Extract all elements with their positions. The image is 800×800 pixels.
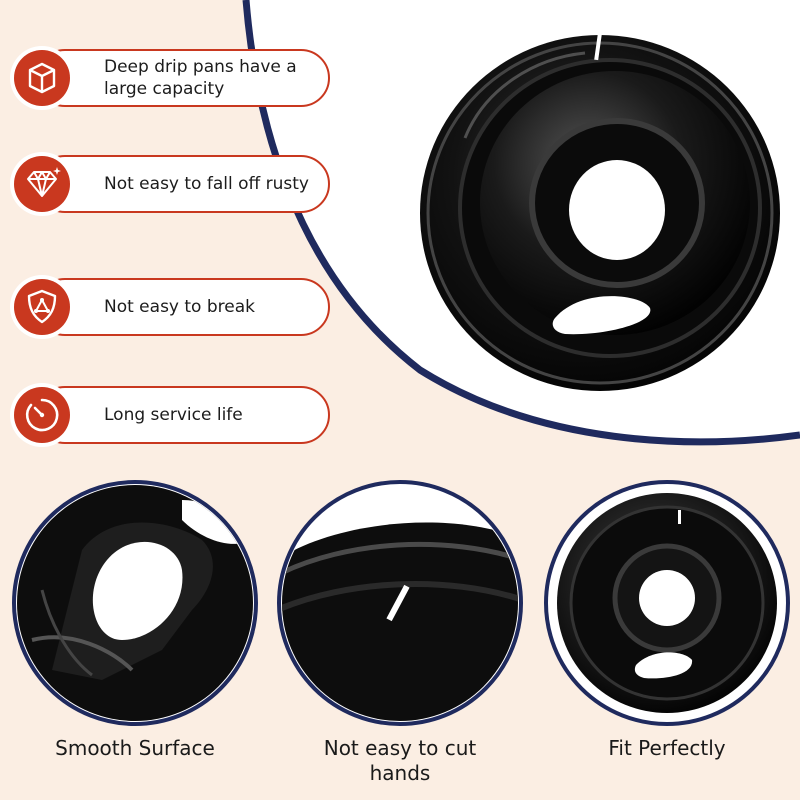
timer-icon xyxy=(10,383,74,447)
main-drip-pan-image xyxy=(420,33,780,391)
shield-icon xyxy=(10,275,74,339)
fit-perfectly-pan-image xyxy=(544,480,790,726)
edge-closeup-image xyxy=(277,480,523,726)
feature-row-break: Not easy to break xyxy=(10,275,330,339)
diamond-icon xyxy=(10,152,74,216)
feature-text: Not easy to fall off rusty xyxy=(104,174,309,194)
feature-text: Long service life xyxy=(104,405,243,425)
smooth-surface-closeup-image xyxy=(12,480,258,726)
feature-pill xyxy=(36,278,330,336)
feature-row-rust: Not easy to fall off rusty xyxy=(10,152,330,216)
caption-fit-perfectly: Fit Perfectly xyxy=(608,736,726,760)
caption-smooth-surface: Smooth Surface xyxy=(55,736,215,760)
feature-text: Deep drip pans have a large capacity xyxy=(104,57,297,99)
feature-row-capacity: Deep drip pans have a large capacity xyxy=(10,46,330,110)
box-icon xyxy=(10,46,74,110)
caption-not-easy-to-cut-hands: Not easy to cut hands xyxy=(323,736,477,785)
feature-row-service: Long service life xyxy=(10,383,330,447)
feature-text: Not easy to break xyxy=(104,297,255,317)
feature-pill xyxy=(36,49,330,107)
feature-pill xyxy=(36,386,330,444)
